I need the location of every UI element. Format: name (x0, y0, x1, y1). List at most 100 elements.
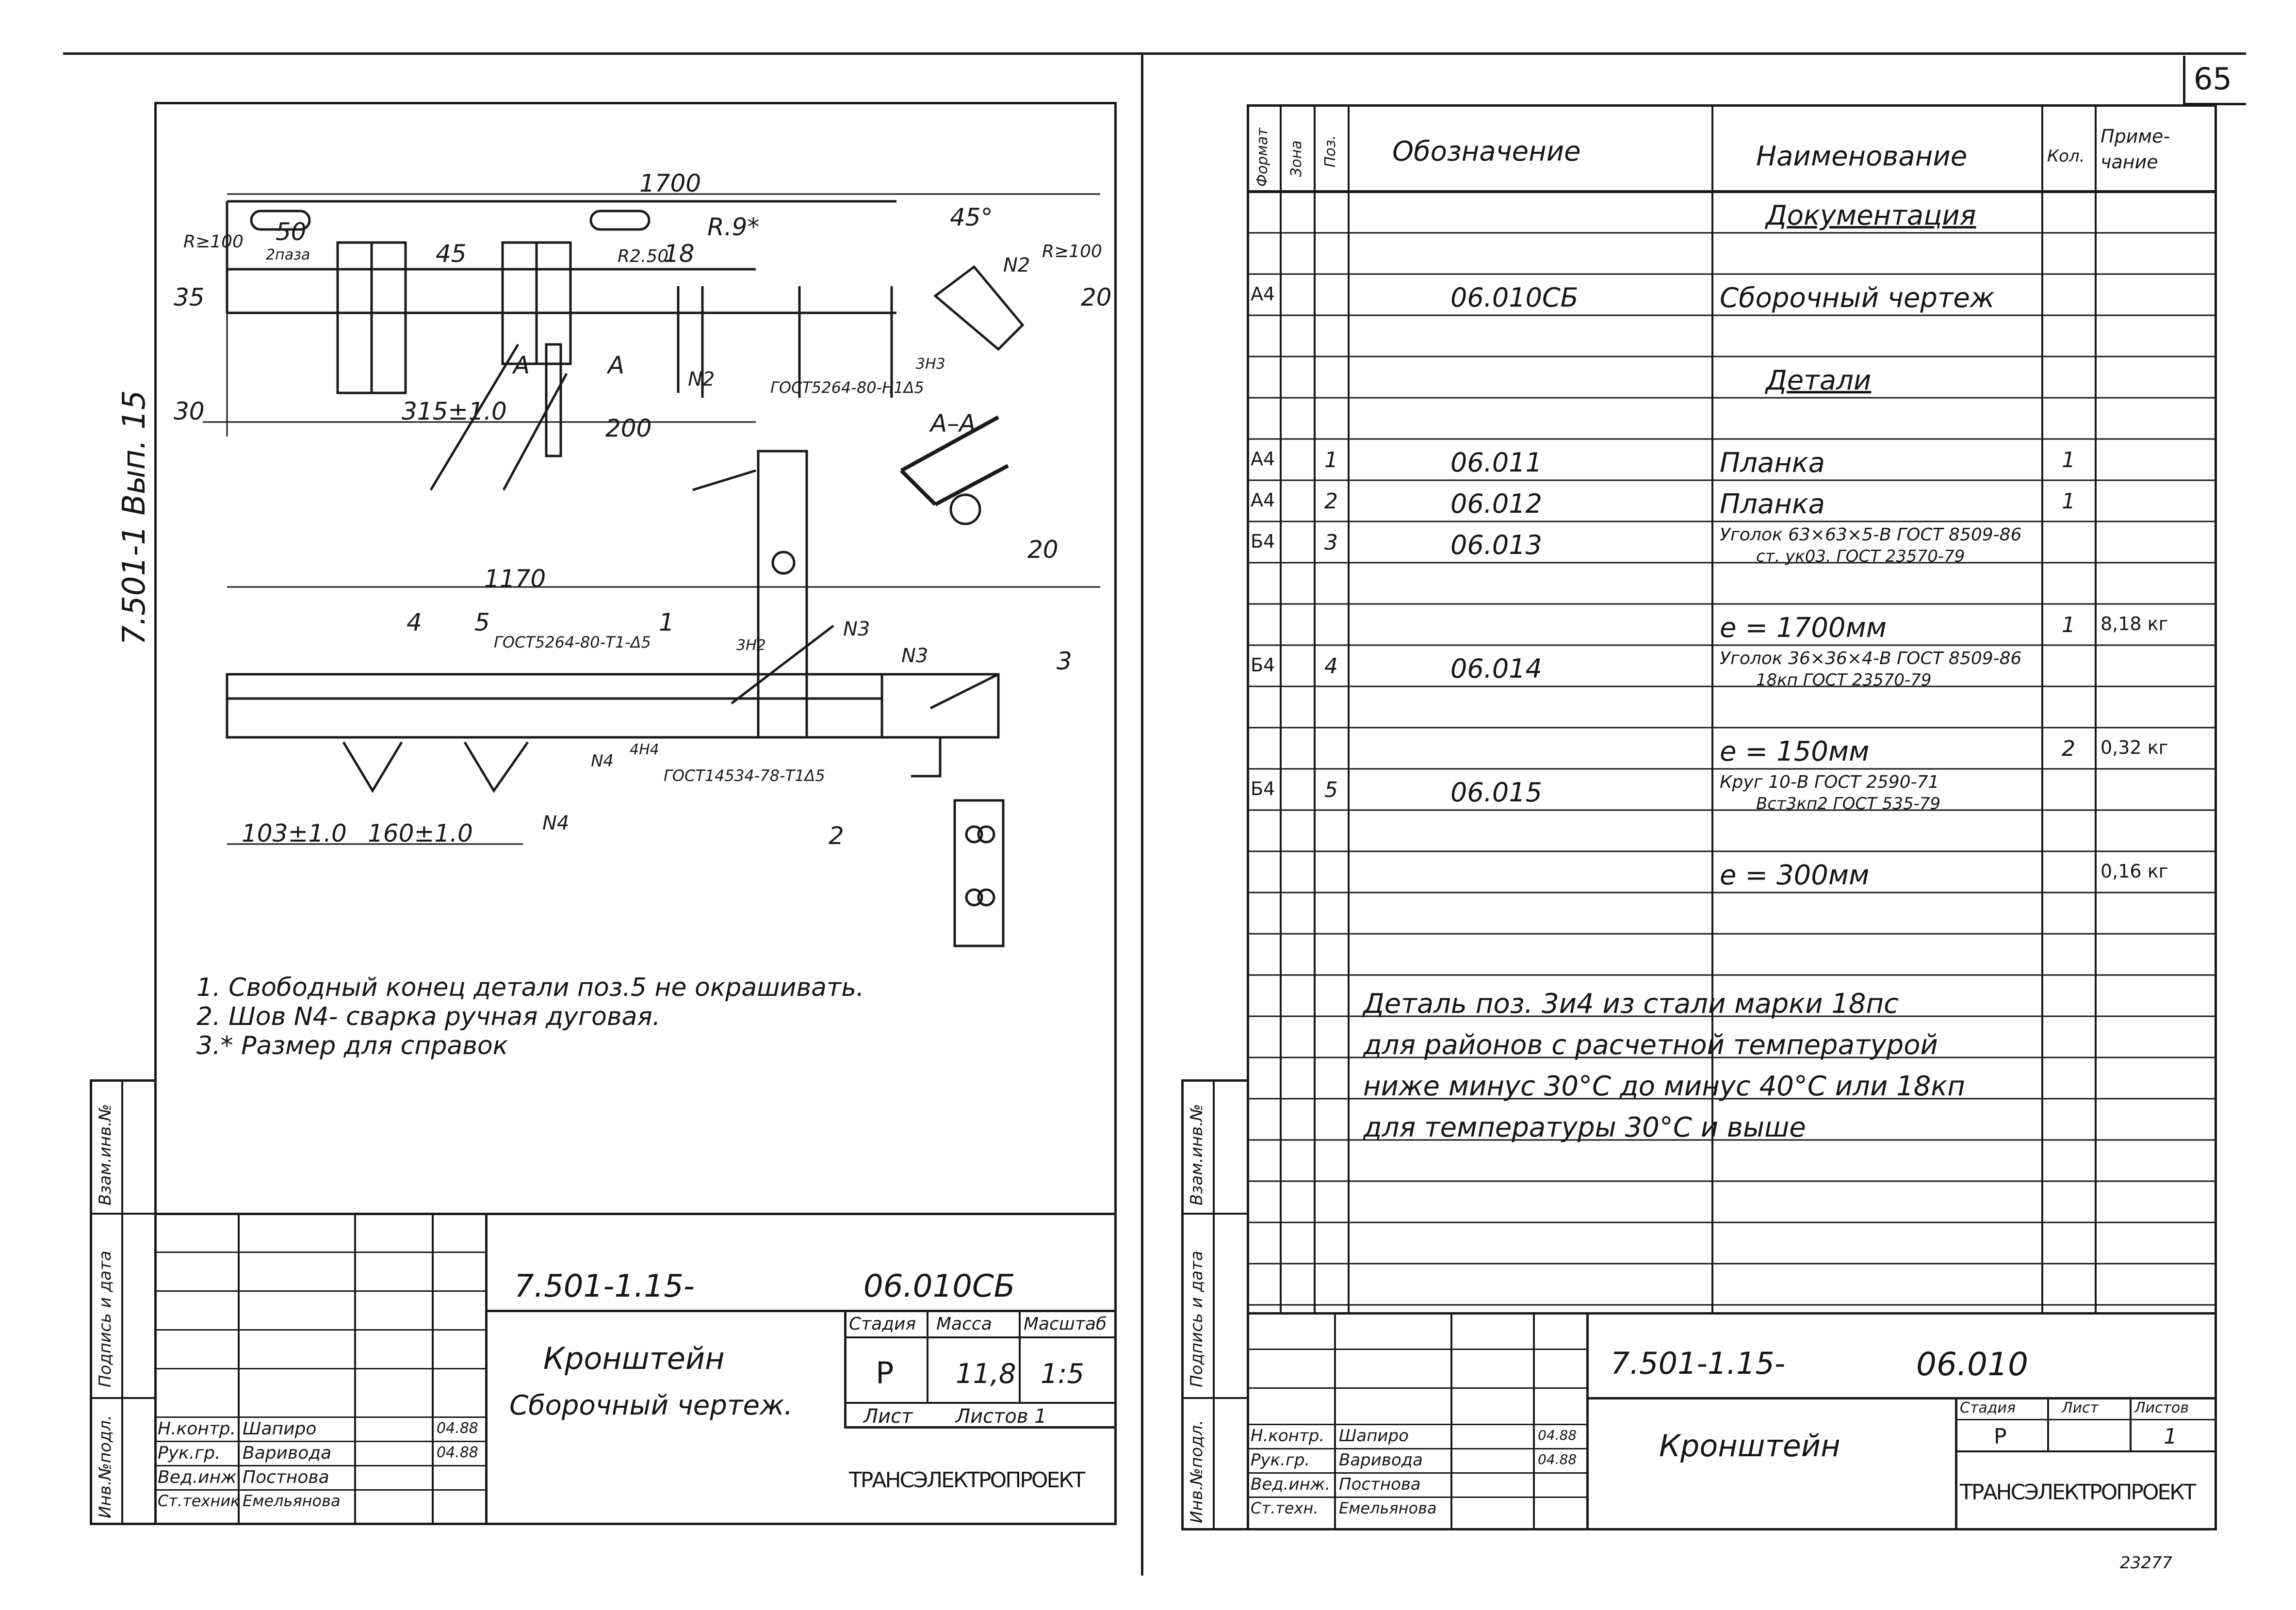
ltb-h3 (844, 1402, 1117, 1404)
spec-cell-p: 5 (1324, 778, 1338, 802)
ltb-person-1: Шапиро (243, 1419, 317, 1439)
weld-2: ГОСТ5264-80-Т1-Δ5 (494, 633, 651, 651)
top-rule (63, 52, 2246, 55)
ltb-h2 (844, 1336, 1117, 1338)
weld-h2: 3Н2 (736, 637, 766, 654)
dim-20b: 20 (1027, 536, 1058, 564)
page-number-box-bottom (2183, 103, 2246, 105)
dim-103: 103±1.0 (242, 819, 347, 847)
spec-cell-n2: ст. ук03. ГОСТ 23570-79 (1756, 547, 1965, 566)
right-side-label-1: Инв.№подл. (1187, 1420, 1206, 1523)
dim-315: 315±1.0 (402, 397, 507, 425)
dim-45: 45 (436, 240, 467, 268)
ltb-person-3: Постнова (243, 1467, 329, 1487)
spec-cell-n: e = 150мм (1720, 736, 1870, 767)
ltb-date-2: 04.88 (437, 1444, 478, 1461)
ltb-person-4: Емельянова (243, 1492, 341, 1510)
rtb-role-1: Н.контр. (1251, 1426, 1325, 1446)
ltb-row-4 (154, 1368, 485, 1369)
weld-h3: 4Н4 (630, 741, 659, 758)
weld-3: ГОСТ14534-78-Т1Δ5 (664, 766, 825, 785)
ltb-top (154, 1213, 1117, 1215)
stamp-number: 23277 (2120, 1553, 2173, 1573)
left-side-strip (90, 1079, 157, 1525)
ltb-v2 (844, 1310, 847, 1426)
mark-n4a: N4 (542, 812, 569, 834)
ltb-person-2: Варивода (243, 1443, 332, 1463)
ltb-row-1 (154, 1252, 485, 1253)
spec-cell-n: Документация (1766, 200, 1976, 231)
ltb-org: ТРАНСЭЛЕКТРОПРОЕКТ (849, 1468, 1085, 1493)
ltb-role-2: Рук.гр. (158, 1443, 221, 1463)
ltb-role-1: Н.контр. (158, 1419, 236, 1439)
dim-35: 35 (174, 283, 205, 311)
dim-20: 20 (1081, 283, 1112, 311)
right-side-label-3: Взам.инв.№ (1187, 1104, 1206, 1205)
spec-table: Формат Зона Поз. Обозначение Наименовани… (1247, 104, 2217, 1312)
ltb-mass: 11,8 (956, 1358, 1016, 1390)
mark-a1: A (512, 351, 530, 379)
pos-4: 4 (407, 608, 422, 636)
angle-break (756, 200, 896, 314)
spec-cell-q: 2 (2062, 736, 2075, 761)
pos-2: 2 (829, 822, 844, 850)
slot-left (250, 210, 311, 231)
rtb-person-2: Варивода (1339, 1450, 1423, 1470)
rtb-code: 7.501-1.15- (1611, 1346, 1786, 1381)
ltb-row-5 (154, 1416, 485, 1418)
dim-160: 160±1.0 (368, 819, 473, 847)
rtb-h2 (1955, 1419, 2217, 1420)
rod-5 (545, 343, 562, 457)
left-side-label-3: Взам.инв.№ (96, 1104, 115, 1205)
note-1: 1. Свободный конец детали поз.5 не окраш… (196, 973, 864, 1002)
series-label: 7.501-1 Вып. 15 (116, 390, 152, 645)
spec-cell-n2: 18кп ГОСТ 23570-79 (1756, 670, 1932, 690)
rtb-v3 (2047, 1397, 2049, 1450)
ltb-row-8 (154, 1489, 485, 1491)
right-side-row-1 (1181, 1213, 1249, 1215)
ltb-h4 (844, 1426, 1117, 1429)
rtb-stage-h: Стадия (1960, 1399, 2016, 1416)
mark-n3a: N3 (843, 618, 870, 640)
rtb-role-4: Ст.техн. (1251, 1499, 1319, 1517)
right-side-row-2 (1181, 1397, 1249, 1399)
spec-cell-f: Б4 (1251, 654, 1275, 676)
weld-h1: 3Н3 (916, 356, 945, 373)
rtb-row-6 (1247, 1496, 1586, 1498)
page-number: 65 (2194, 61, 2232, 97)
ltb-stage-h: Стадия (849, 1314, 916, 1334)
right-sheet-frame (1247, 104, 2217, 1530)
rtb-sheet-h: Лист (2062, 1399, 2099, 1416)
ltb-v4 (1019, 1310, 1021, 1402)
ltb-sheets: Листов 1 (956, 1405, 1047, 1428)
ltb-code: 7.501-1.15- (514, 1268, 695, 1304)
page-number-box-left (2183, 56, 2185, 104)
center-fold-line (1141, 52, 1143, 1576)
ltb-role-4: Ст.техник (158, 1492, 240, 1510)
angle-front (226, 673, 883, 739)
spec-cell-n: e = 1700мм (1720, 612, 1887, 644)
ltb-v3 (927, 1310, 928, 1402)
rtb-grid-v1 (1334, 1312, 1336, 1530)
ltb-scale: 1:5 (1041, 1358, 1085, 1390)
spec-cell-p: 1 (1324, 448, 1338, 472)
pos-1: 1 (659, 608, 674, 636)
mark-n2b: N2 (1003, 254, 1030, 276)
spec-cell-d: 06.014 (1450, 653, 1542, 684)
spec-cell-f: Б4 (1251, 531, 1275, 552)
hdr-pos: Поз. (1322, 135, 1339, 167)
dim-200: 200 (605, 414, 651, 442)
dim-angle-45: 45° (950, 203, 993, 231)
footnote-4: для температуры 30°С и выше (1363, 1112, 1806, 1143)
note-2: 2. Шов N4- сварка ручная дуговая. (196, 1002, 661, 1031)
spec-cell-f: Б4 (1251, 778, 1275, 799)
assembly-drawing: 1700 50 2паза 35 45 R.9* R2.50 18 R≥100 … (174, 169, 1112, 947)
ltb-sheet: Лист (863, 1405, 913, 1428)
right-side-divider (1213, 1079, 1215, 1530)
mark-n4b: N4 (591, 751, 614, 771)
dim-r50: R2.50 (618, 246, 668, 266)
dim-50: 50 (276, 218, 307, 246)
spec-cell-n: Уголок 63×63×5-В ГОСТ 8509-86 (1720, 525, 2022, 545)
ltb-row-2 (154, 1290, 485, 1292)
hdr-name: Наименование (1756, 141, 1968, 172)
